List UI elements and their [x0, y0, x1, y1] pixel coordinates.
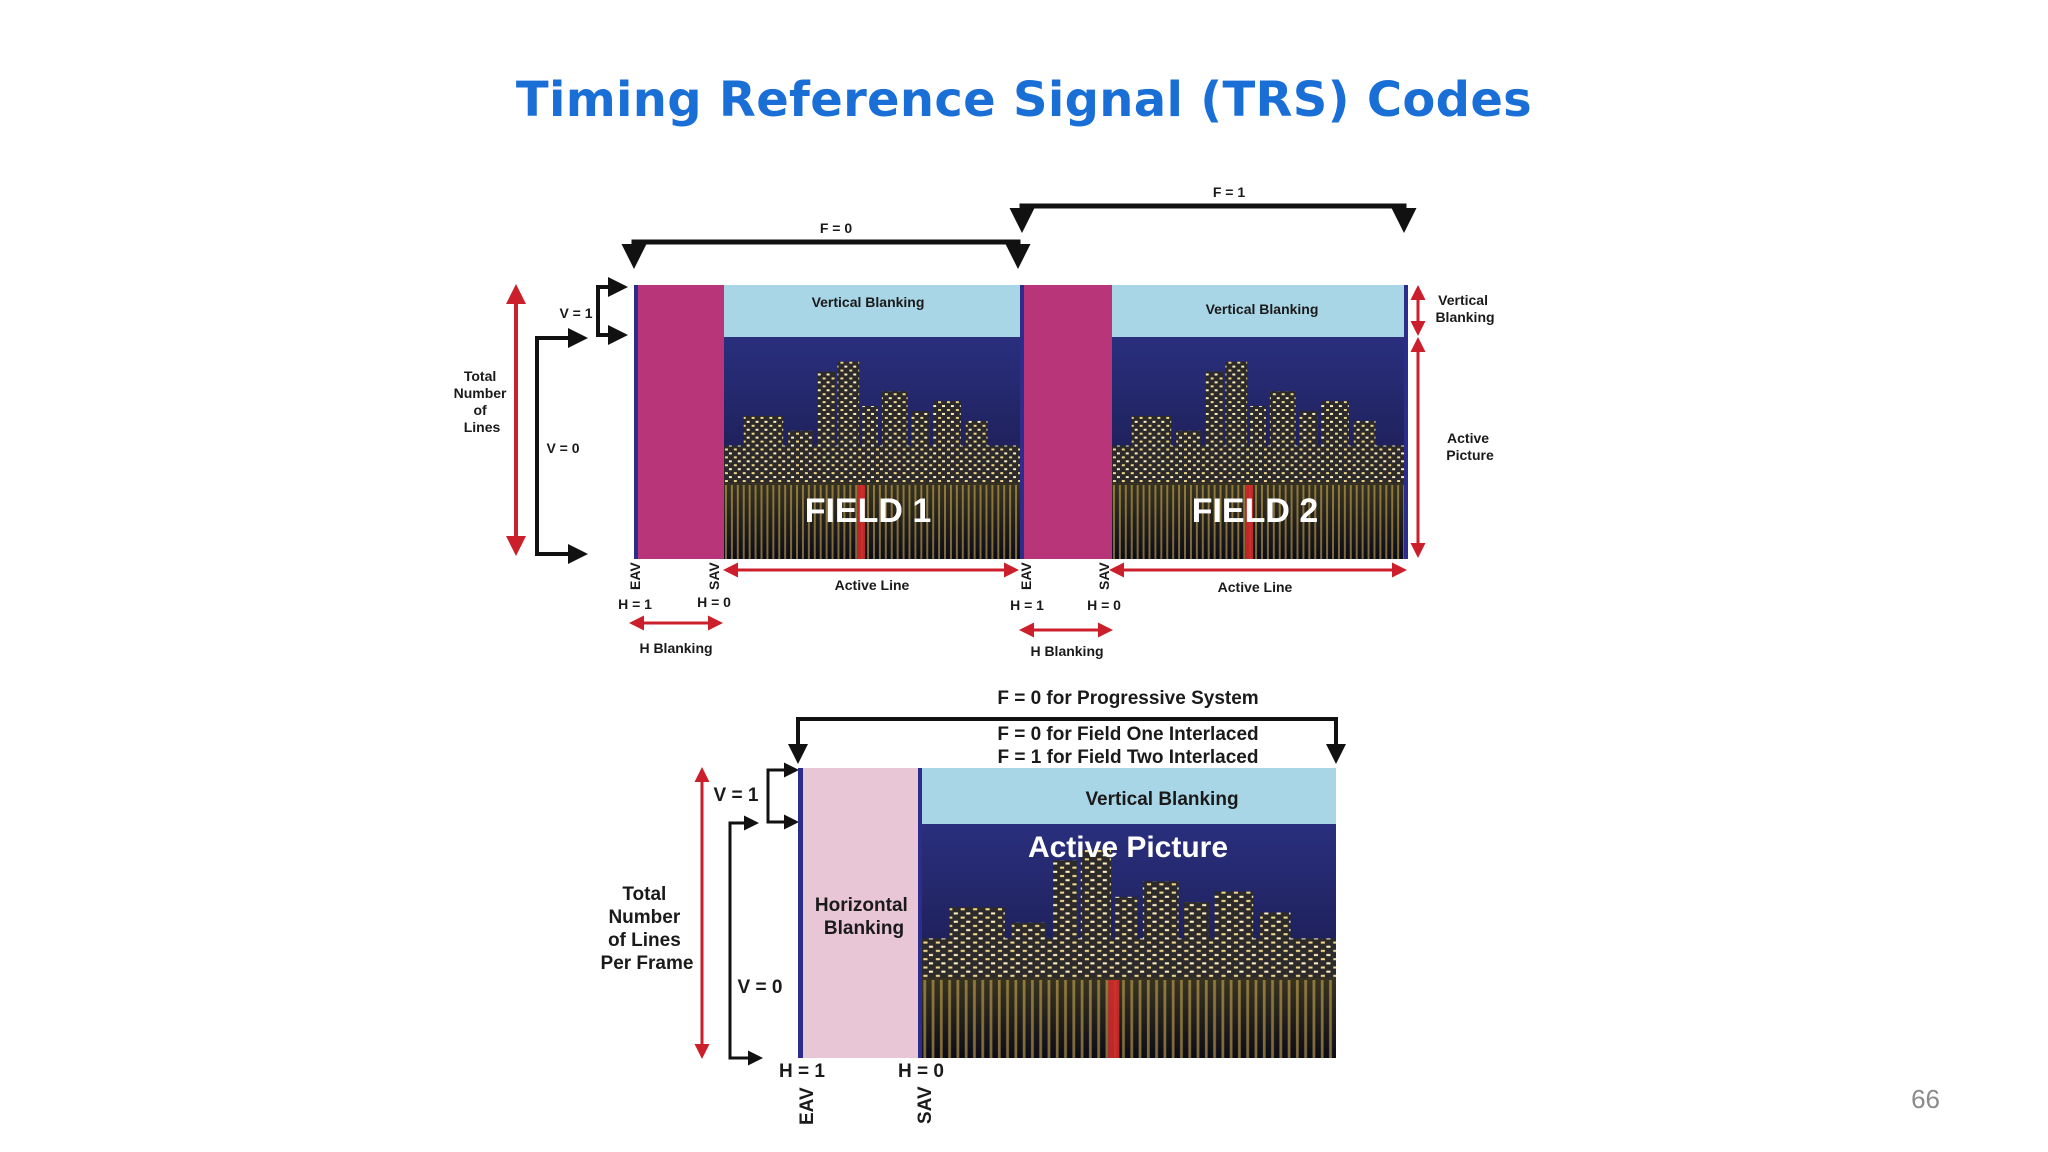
vblank-right-label: Vertical Blanking: [1435, 292, 1494, 325]
total-lines-per-frame-label: Total Number of Lines Per Frame: [601, 884, 694, 974]
v1-bracket-progressive: [766, 762, 799, 830]
field2-label: FIELD 2: [1192, 492, 1319, 530]
h1-label-1: H = 1: [618, 596, 652, 612]
active-line-label-1: Active Line: [835, 577, 910, 593]
field2-h-blanking: [1020, 285, 1112, 559]
progressive-vertical-blanking: [922, 768, 1336, 824]
field1-label: FIELD 1: [805, 492, 932, 530]
field2-vertical-blanking-label: Vertical Blanking: [1206, 301, 1319, 317]
page-number: 66: [1911, 1084, 1940, 1114]
v0-label-progressive: V = 0: [738, 977, 783, 998]
sav-label-progressive: SAV: [915, 1086, 936, 1124]
progressive-left-edge: [798, 768, 803, 1058]
active-line-label-2: Active Line: [1218, 579, 1293, 595]
v1-label: V = 1: [559, 305, 592, 321]
progressive-vertical-blanking-label: Vertical Blanking: [1085, 789, 1238, 810]
field1-vertical-blanking: [724, 285, 1020, 337]
h1-label-2: H = 1: [1010, 597, 1044, 613]
f0-label: F = 0: [820, 220, 853, 236]
progressive-diagram: F = 0 for Progressive System F = 0 for F…: [601, 688, 1346, 1125]
f-bracket: [788, 717, 1346, 764]
h0-label-progressive: H = 0: [898, 1061, 944, 1082]
field1-vertical-blanking-label: Vertical Blanking: [812, 294, 925, 310]
h-blanking-label-1: H Blanking: [639, 640, 712, 656]
eav-label-2: EAV: [1018, 562, 1034, 590]
v0-bracket-progressive: [728, 815, 763, 1066]
v1-label-progressive: V = 1: [714, 785, 759, 806]
h1-label-progressive: H = 1: [779, 1061, 825, 1082]
active-picture-right-label: Active Picture: [1446, 430, 1494, 463]
h0-label-2: H = 0: [1087, 597, 1121, 613]
field2-right-edge: [1404, 285, 1408, 559]
field2-vertical-blanking: [1112, 285, 1408, 337]
h-blanking-label-2: H Blanking: [1030, 643, 1103, 659]
progressive-sav-edge: [918, 768, 922, 1058]
progressive-h-blanking: [798, 768, 922, 1058]
f-field-two-label: F = 1 for Field Two Interlaced: [998, 747, 1259, 768]
h0-label-1: H = 0: [697, 594, 731, 610]
sav-label-2: SAV: [1096, 562, 1112, 590]
f-progressive-label: F = 0 for Progressive System: [997, 688, 1258, 709]
field1-edge: [634, 285, 638, 559]
f0-bracket: [621, 239, 1031, 269]
interlaced-diagram: F = 0 F = 1 Total Number of Lines V = 1 …: [454, 184, 1495, 659]
field2-edge: [1020, 285, 1024, 559]
eav-label-progressive: EAV: [797, 1087, 818, 1125]
v1-bracket: [596, 277, 628, 345]
eav-label-1: EAV: [627, 562, 643, 590]
sav-label-1: SAV: [706, 562, 722, 590]
f1-label: F = 1: [1213, 184, 1246, 200]
v0-label: V = 0: [546, 440, 579, 456]
v0-bracket: [535, 328, 588, 564]
active-picture-label: Active Picture: [1028, 831, 1228, 864]
f-field-one-label: F = 0 for Field One Interlaced: [997, 724, 1258, 745]
total-lines-label: Total Number of Lines: [454, 368, 511, 435]
field1-h-blanking: [634, 285, 724, 559]
progressive-h-blanking-label: Horizontal Blanking: [815, 895, 913, 939]
slide-title: Timing Reference Signal (TRS) Codes: [515, 72, 1533, 128]
f1-bracket: [1009, 203, 1417, 233]
